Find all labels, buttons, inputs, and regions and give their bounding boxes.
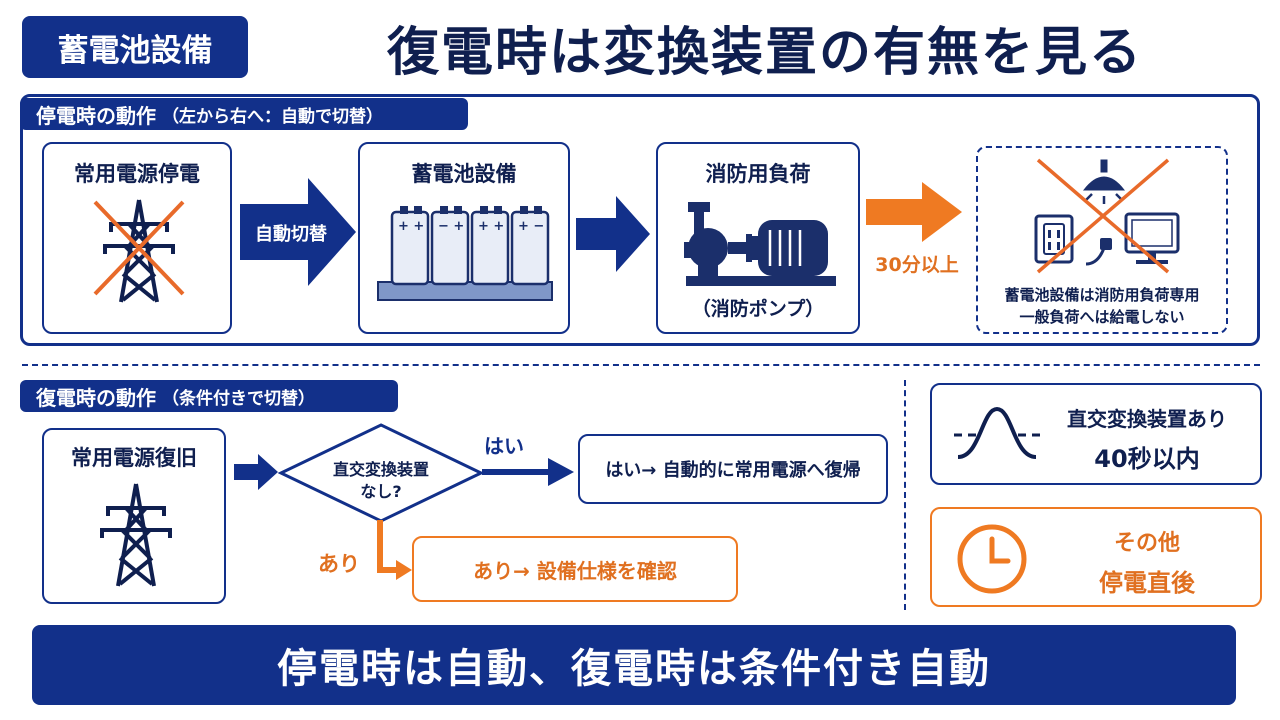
transmission-tower-crossed-icon [93, 199, 185, 303]
no-branch-label: あり [318, 552, 360, 576]
auto-switch-arrow [240, 178, 356, 286]
fire-pump-icon [684, 202, 836, 286]
utility-outage-title: 常用電源停電 [74, 162, 200, 186]
fire-pump-caption: （消防ポンプ） [691, 298, 825, 320]
battery-box: 蓄電池設備 + + − + + + + − [358, 142, 570, 334]
duration-arrow [866, 182, 962, 242]
column-divider [904, 380, 906, 610]
converter-timing-line1: 直交変換装置あり [1067, 407, 1227, 431]
general-load-box: 蓄電池設備は消防用負荷専用 一般負荷へは給電しない [976, 146, 1228, 334]
converter-timing-line2: 40秒以内 [1094, 445, 1200, 473]
general-load-crossed-icon [1034, 158, 1180, 274]
battery-bank-icon: + + − + + + + − [377, 206, 553, 301]
utility-restore-title: 常用電源復旧 [71, 446, 197, 470]
svg-text:+ +: + + [398, 219, 424, 234]
duration-label: 30分以上 [875, 254, 959, 276]
restore-section-label: 復電時の動作 （条件付きで切替） [20, 380, 398, 412]
page-title: 復電時は変換装置の有無を見る [386, 22, 1143, 83]
yes-arrow [482, 458, 574, 486]
decision-text-line1: 直交変換装置 [332, 460, 429, 479]
general-load-note-line2: 一般負荷へは給電しない [1019, 308, 1185, 326]
general-load-note-line1: 蓄電池設備は消防用負荷専用 [1004, 286, 1200, 304]
clock-icon [957, 524, 1027, 594]
auto-switch-label: 自動切替 [255, 224, 327, 245]
supply-arrow [576, 196, 650, 272]
svg-text:+ +: + + [478, 219, 504, 234]
fire-load-title: 消防用負荷 [705, 162, 811, 186]
category-tag: 蓄電池設備 [22, 16, 248, 78]
restore-arrow [234, 454, 278, 490]
decision-text-line2: なし? [360, 482, 402, 501]
outage-section-label: 停電時の動作 （左から右へ：自動で切替） [20, 98, 468, 130]
svg-text:+ −: + − [518, 219, 544, 234]
restore-label-text: 復電時の動作 [36, 385, 156, 410]
battery-title: 蓄電池設備 [411, 162, 517, 186]
waveform-icon [954, 406, 1040, 459]
no-arrow [377, 520, 412, 580]
utility-outage-box: 常用電源停電 [42, 142, 232, 334]
fire-load-box: 消防用負荷 （消防ポンプ） [656, 142, 860, 334]
yes-branch-label: はい [484, 434, 524, 458]
other-timing-line1: その他 [1113, 531, 1180, 556]
transmission-tower-icon [100, 483, 172, 587]
converter-timing-card: 直交変換装置あり 40秒以内 [930, 383, 1262, 485]
auto-return-box: はい→ 自動的に常用電源へ復帰 [578, 434, 888, 504]
section-divider [22, 364, 1260, 366]
summary-banner: 停電時は自動、復電時は条件付き自動 [32, 625, 1236, 705]
restore-label-note: （条件付きで切替） [162, 388, 315, 409]
utility-restore-box: 常用電源復旧 [42, 428, 226, 604]
check-spec-box: あり→ 設備仕様を確認 [412, 536, 738, 602]
outage-section [20, 94, 1260, 346]
check-spec-text: あり→ 設備仕様を確認 [473, 558, 677, 583]
outage-label-text: 停電時の動作 [36, 103, 156, 128]
auto-return-text: はい→ 自動的に常用電源へ復帰 [605, 460, 861, 481]
outage-label-note: （左から右へ：自動で切替） [162, 106, 383, 127]
svg-text:− +: − + [438, 219, 464, 234]
other-timing-card: その他 停電直後 [930, 507, 1262, 607]
other-timing-line2: 停電直後 [1099, 569, 1195, 597]
